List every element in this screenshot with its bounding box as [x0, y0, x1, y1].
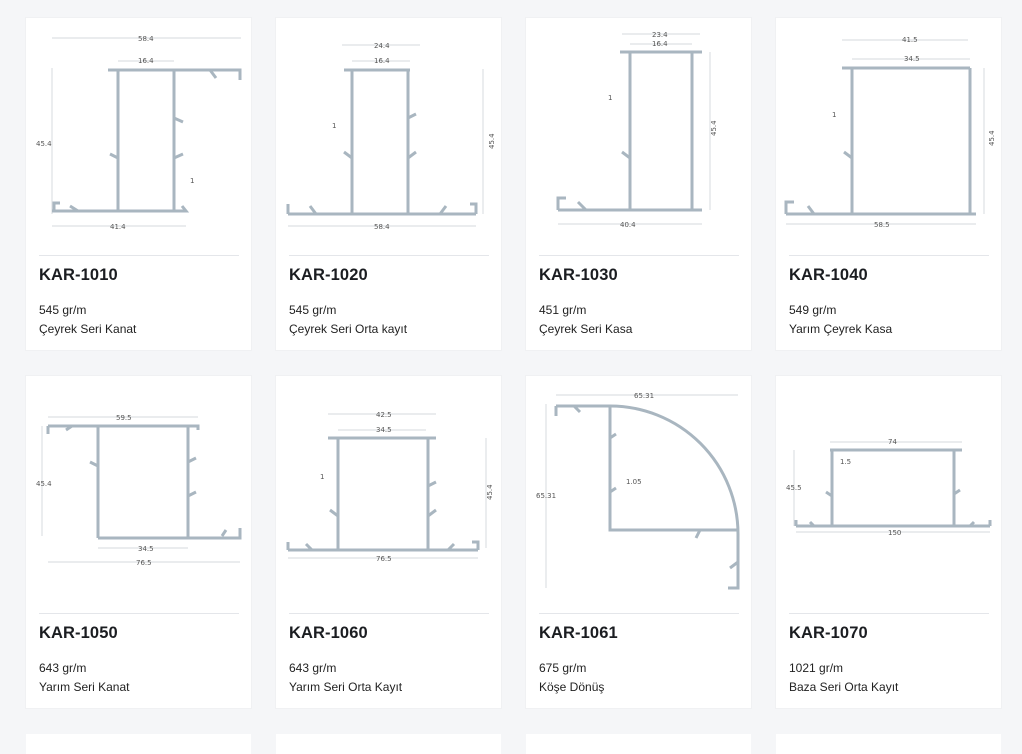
svg-text:42.5: 42.5: [376, 411, 392, 419]
profile-drawing: 65.31 65.31 1.05: [526, 376, 751, 614]
product-name: Çeyrek Seri Kasa: [539, 322, 633, 336]
profile-drawing: 23.4 16.4 45.4 40.4 1: [526, 18, 751, 256]
product-card[interactable]: 58.4 16.4 45.4 41.4 1 KAR-1010 545 gr/m …: [26, 18, 251, 350]
svg-text:16.4: 16.4: [138, 57, 154, 65]
product-card[interactable]: [26, 734, 251, 754]
svg-text:58.5: 58.5: [874, 221, 890, 229]
card-divider: [289, 255, 489, 256]
product-weight: 675 gr/m: [539, 661, 587, 675]
product-weight: 451 gr/m: [539, 303, 587, 317]
svg-text:34.5: 34.5: [904, 55, 920, 63]
product-code[interactable]: KAR-1061: [539, 624, 618, 642]
profile-drawing: 24.4 16.4 45.4 58.4 1: [276, 18, 501, 256]
profile-drawing: 74 45.5 1.5 150: [776, 376, 1001, 614]
product-card[interactable]: [776, 734, 1001, 754]
svg-text:45.4: 45.4: [36, 480, 52, 488]
svg-text:45.4: 45.4: [488, 133, 496, 149]
product-card[interactable]: 24.4 16.4 45.4 58.4 1 KAR-1020 545 gr/m …: [276, 18, 501, 350]
svg-text:45.4: 45.4: [988, 130, 996, 146]
svg-text:1: 1: [332, 122, 336, 130]
svg-text:34.5: 34.5: [376, 426, 392, 434]
svg-text:41.4: 41.4: [110, 223, 126, 231]
svg-text:45.5: 45.5: [786, 484, 802, 492]
product-card[interactable]: [276, 734, 501, 754]
profile-drawing: 59.5 45.4 34.5 76.5: [26, 376, 251, 614]
svg-text:16.4: 16.4: [652, 40, 668, 48]
card-divider: [539, 255, 739, 256]
product-weight: 1021 gr/m: [789, 661, 844, 675]
svg-text:1: 1: [832, 111, 836, 119]
product-card[interactable]: 74 45.5 1.5 150 KAR-1070 1021 gr/m Baza …: [776, 376, 1001, 708]
product-weight: 643 gr/m: [39, 661, 87, 675]
product-card[interactable]: 65.31 65.31 1.05 KAR-1061 675 gr/m Köşe …: [526, 376, 751, 708]
product-code[interactable]: KAR-1010: [39, 266, 118, 284]
svg-text:74: 74: [888, 438, 897, 446]
product-name: Yarım Seri Orta Kayıt: [289, 680, 403, 694]
svg-text:65.31: 65.31: [634, 392, 654, 400]
svg-text:41.5: 41.5: [902, 36, 918, 44]
product-name: Yarım Çeyrek Kasa: [789, 322, 893, 336]
svg-text:24.4: 24.4: [374, 42, 390, 50]
card-divider: [39, 255, 239, 256]
product-weight: 549 gr/m: [789, 303, 837, 317]
svg-text:34.5: 34.5: [138, 545, 154, 553]
svg-text:45.4: 45.4: [486, 484, 494, 500]
product-weight: 545 gr/m: [39, 303, 87, 317]
product-card[interactable]: 23.4 16.4 45.4 40.4 1 KAR-1030 451 gr/m …: [526, 18, 751, 350]
svg-text:65.31: 65.31: [536, 492, 556, 500]
svg-text:40.4: 40.4: [620, 221, 636, 229]
svg-text:76.5: 76.5: [376, 555, 392, 563]
profile-drawing: 42.5 34.5 45.4 76.5 1: [276, 376, 501, 614]
product-name: Köşe Dönüş: [539, 680, 605, 694]
card-divider: [789, 613, 989, 614]
svg-text:45.4: 45.4: [710, 120, 718, 136]
product-code[interactable]: KAR-1030: [539, 266, 618, 284]
profile-drawing: 58.4 16.4 45.4 41.4 1: [26, 18, 251, 256]
product-name: Baza Seri Orta Kayıt: [789, 680, 899, 694]
product-card[interactable]: [526, 734, 751, 754]
product-code[interactable]: KAR-1060: [289, 624, 368, 642]
product-code[interactable]: KAR-1040: [789, 266, 868, 284]
product-code[interactable]: KAR-1050: [39, 624, 118, 642]
svg-text:1: 1: [190, 177, 194, 185]
svg-text:58.4: 58.4: [138, 35, 154, 43]
svg-text:59.5: 59.5: [116, 414, 132, 422]
product-name: Çeyrek Seri Orta kayıt: [289, 322, 408, 336]
product-weight: 643 gr/m: [289, 661, 337, 675]
svg-text:58.4: 58.4: [374, 223, 390, 231]
product-name: Yarım Seri Kanat: [39, 680, 130, 694]
profile-drawing: 41.5 34.5 45.4 58.5 1: [776, 18, 1001, 256]
svg-text:23.4: 23.4: [652, 31, 668, 39]
product-name: Çeyrek Seri Kanat: [39, 322, 137, 336]
svg-text:1.5: 1.5: [840, 458, 851, 466]
product-card[interactable]: 41.5 34.5 45.4 58.5 1 KAR-1040 549 gr/m …: [776, 18, 1001, 350]
card-divider: [789, 255, 989, 256]
svg-text:45.4: 45.4: [36, 140, 52, 148]
card-divider: [539, 613, 739, 614]
svg-text:1.05: 1.05: [626, 478, 642, 486]
svg-text:76.5: 76.5: [136, 559, 152, 567]
product-code[interactable]: KAR-1070: [789, 624, 868, 642]
svg-text:16.4: 16.4: [374, 57, 390, 65]
product-card[interactable]: 59.5 45.4 34.5 76.5 KAR-1050 643 gr/m Ya…: [26, 376, 251, 708]
card-divider: [289, 613, 489, 614]
product-card[interactable]: 42.5 34.5 45.4 76.5 1 KAR-1060 643 gr/m …: [276, 376, 501, 708]
svg-text:150: 150: [888, 529, 901, 537]
svg-text:1: 1: [320, 473, 324, 481]
product-code[interactable]: KAR-1020: [289, 266, 368, 284]
product-weight: 545 gr/m: [289, 303, 337, 317]
svg-text:1: 1: [608, 94, 612, 102]
card-divider: [39, 613, 239, 614]
